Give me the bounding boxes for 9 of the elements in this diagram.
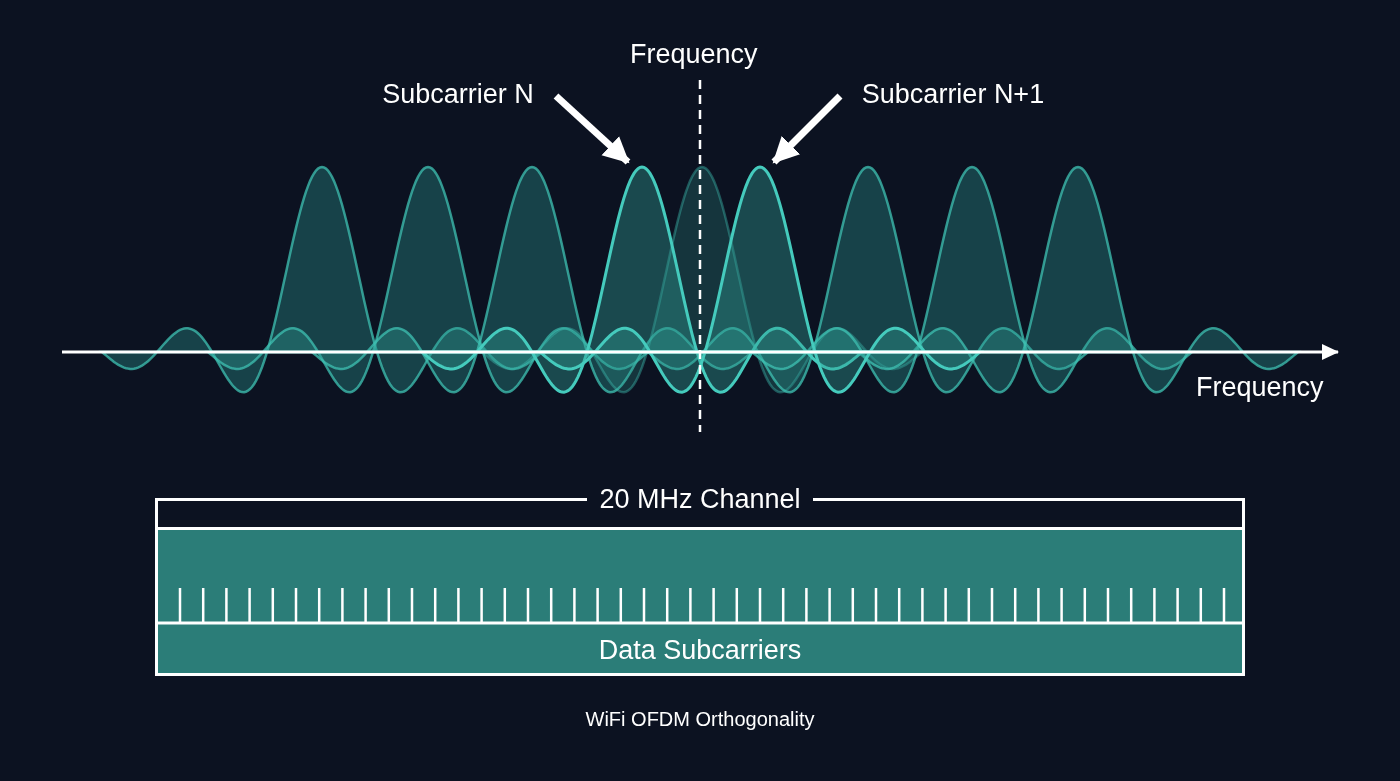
arrow	[771, 93, 843, 165]
subcarrier-label: Subcarrier N	[382, 77, 534, 111]
arrow	[553, 93, 631, 165]
axis-label: Frequency	[630, 38, 758, 71]
subcarrier-label: Subcarrier N+1	[861, 77, 1045, 111]
axis-label: Frequency	[1196, 371, 1324, 404]
subcarrier-band	[158, 527, 1242, 673]
band-label: Data Subcarriers	[598, 634, 802, 667]
caption: WiFi OFDM Orthogonality	[585, 707, 815, 732]
